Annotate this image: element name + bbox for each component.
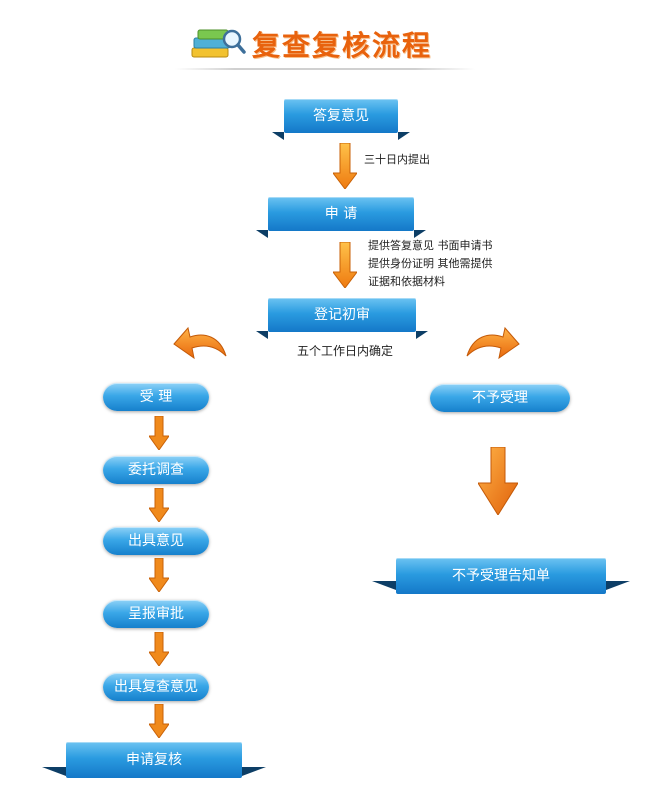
- node-apply: 申 请: [268, 197, 414, 231]
- page-title: 复查复核流程: [252, 29, 433, 62]
- note-line: 提供答复意见 书面申请书: [368, 239, 493, 252]
- curved-arrow-left-icon: [172, 322, 228, 360]
- note-within-30-days: 三十日内提出: [364, 153, 430, 166]
- ribbon-tail: [272, 132, 284, 140]
- note-line: 证据和依据材料: [368, 275, 445, 288]
- down-arrow-icon: [149, 558, 169, 592]
- node-accept: 受 理: [103, 383, 209, 411]
- note-line: 提供身份证明 其他需提供: [368, 257, 493, 270]
- down-arrow-icon: [333, 143, 357, 189]
- ribbon-tail: [42, 767, 66, 776]
- ribbon-tail: [372, 581, 396, 590]
- header-icon: [190, 24, 246, 68]
- note-provide-documents: 提供答复意见 书面申请书 提供身份证明 其他需提供 证据和依据材料: [368, 237, 493, 291]
- node-not-accept: 不予受理: [430, 384, 570, 412]
- ribbon-tail: [414, 230, 426, 238]
- node-commission-investigation: 委托调查: [103, 456, 209, 484]
- note-five-days: 五个工作日内确定: [297, 344, 394, 358]
- down-arrow-icon: [149, 632, 169, 666]
- node-reply-opinion: 答复意见: [284, 99, 398, 133]
- ribbon-tail: [398, 132, 410, 140]
- node-issue-review-opinion: 出具复查意见: [103, 673, 209, 701]
- title-divider: [175, 68, 475, 70]
- node-not-accept-notice: 不予受理告知单: [396, 558, 606, 594]
- node-register-review: 登记初审: [268, 298, 416, 332]
- node-issue-opinion: 出具意见: [103, 527, 209, 555]
- curved-arrow-right-icon: [465, 322, 521, 360]
- node-apply-recheck: 申请复核: [66, 742, 242, 778]
- ribbon-tail: [256, 331, 268, 339]
- down-arrow-icon: [333, 242, 357, 288]
- ribbon-tail: [606, 581, 630, 590]
- ribbon-tail: [256, 230, 268, 238]
- down-arrow-icon: [149, 488, 169, 522]
- down-arrow-icon: [478, 447, 518, 515]
- node-submit-approval: 呈报审批: [103, 600, 209, 628]
- ribbon-tail: [416, 331, 428, 339]
- down-arrow-icon: [149, 416, 169, 450]
- down-arrow-icon: [149, 704, 169, 738]
- ribbon-tail: [242, 767, 266, 776]
